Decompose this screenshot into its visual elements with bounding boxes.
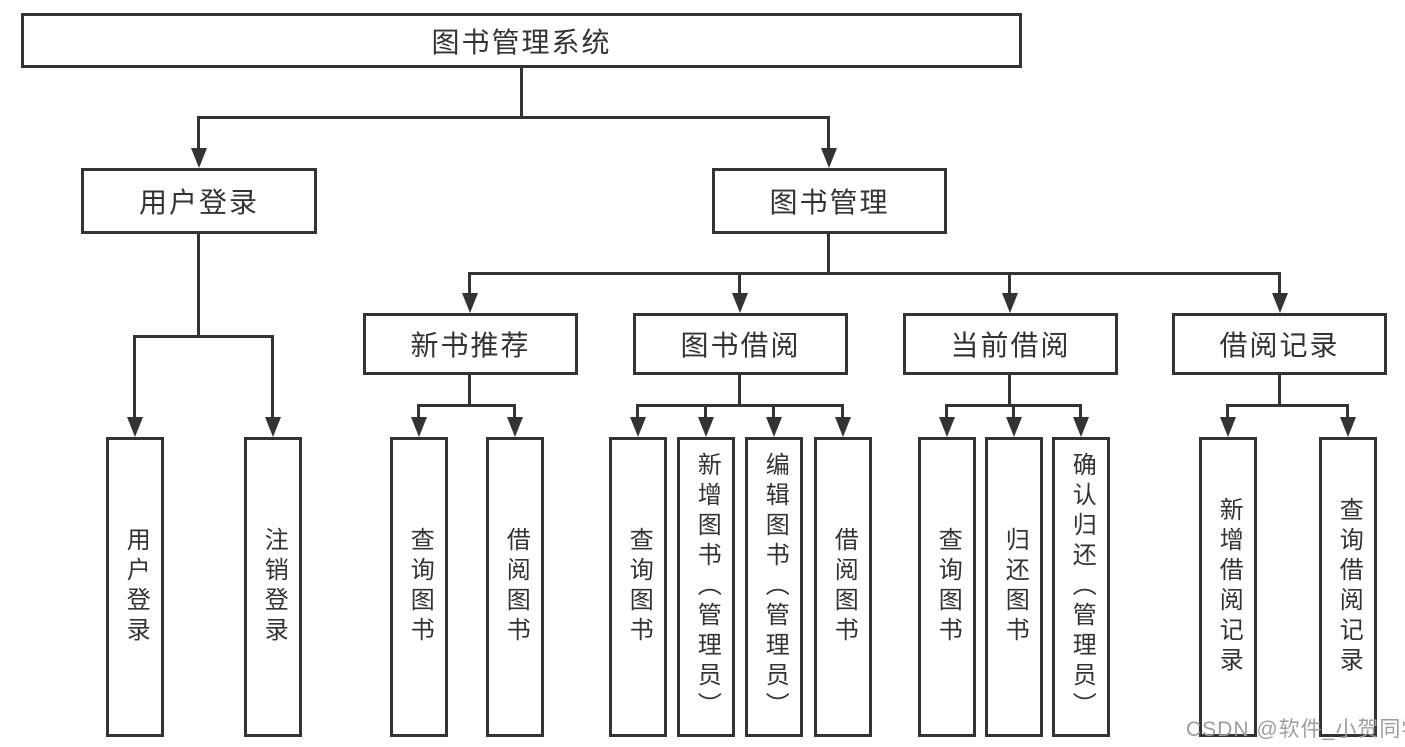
leaf-logout: 注销登录 [244, 437, 302, 737]
arrowhead-icon [265, 417, 281, 437]
arrowhead-icon [1340, 417, 1356, 437]
node-current-borrowing: 当前借阅 [903, 313, 1118, 375]
connector-line [1278, 272, 1281, 296]
arrowhead-icon [835, 417, 851, 437]
connector-line [738, 272, 741, 296]
connector-line [133, 335, 136, 420]
connector-line [1346, 404, 1349, 420]
connector-line [827, 116, 830, 151]
leaf-confirm-return-admin: 确认归还（管理员） [1052, 437, 1110, 737]
connector-line [417, 404, 420, 420]
connector-line [772, 404, 775, 420]
connector-line [636, 404, 639, 420]
connector-line [513, 404, 516, 420]
node-new-book-recommendation: 新书推荐 [363, 313, 578, 375]
node-library-management-system: 图书管理系统 [21, 13, 1022, 68]
leaf-add-books-admin: 新增图书（管理员） [677, 437, 735, 737]
leaf-query-books-recommend: 查询图书 [390, 437, 448, 737]
arrowhead-icon [1073, 417, 1089, 437]
csdn-watermark: CSDN @软件_小贺同学 [1186, 718, 1405, 741]
connector-line [704, 404, 707, 420]
arrowhead-icon [127, 417, 143, 437]
connector-line [1008, 373, 1011, 406]
connector-line [197, 116, 830, 119]
arrowhead-icon [1272, 293, 1288, 313]
leaf-query-borrow-record: 查询借阅记录 [1319, 437, 1377, 737]
node-user-login-group: 用户登录 [81, 168, 317, 234]
node-borrowing-records: 借阅记录 [1172, 313, 1387, 375]
arrowhead-icon [462, 293, 478, 313]
node-book-management: 图书管理 [712, 168, 947, 234]
connector-line [468, 272, 471, 296]
leaf-user-login: 用户登录 [106, 437, 164, 737]
arrowhead-icon [732, 293, 748, 313]
connector-line [841, 404, 844, 420]
connector-line [1226, 404, 1349, 407]
leaf-add-borrow-record: 新增借阅记录 [1199, 437, 1257, 737]
connector-line [417, 404, 516, 407]
connector-line [827, 233, 830, 274]
node-book-borrowing: 图书借阅 [633, 313, 848, 375]
arrowhead-icon [939, 417, 955, 437]
connector-line [738, 373, 741, 406]
connector-line [1278, 373, 1281, 406]
leaf-edit-books-admin: 编辑图书（管理员） [745, 437, 803, 737]
arrowhead-icon [191, 148, 207, 168]
connector-line [197, 233, 200, 338]
leaf-borrow-books-recommend: 借阅图书 [486, 437, 544, 737]
arrowhead-icon [698, 417, 714, 437]
leaf-return-books: 归还图书 [985, 437, 1043, 737]
connector-line [271, 335, 274, 420]
leaf-query-books-borrowing: 查询图书 [609, 437, 667, 737]
connector-line [1226, 404, 1229, 420]
arrowhead-icon [630, 417, 646, 437]
arrowhead-icon [766, 417, 782, 437]
arrowhead-icon [1006, 417, 1022, 437]
connector-line [197, 116, 200, 151]
leaf-query-books-current: 查询图书 [918, 437, 976, 737]
connector-line [468, 373, 471, 406]
connector-line [636, 404, 844, 407]
arrowhead-icon [1220, 417, 1236, 437]
arrowhead-icon [411, 417, 427, 437]
connector-line [945, 404, 948, 420]
connector-line [1008, 272, 1011, 296]
connector-line [133, 335, 274, 338]
arrowhead-icon [1002, 293, 1018, 313]
arrowhead-icon [821, 148, 837, 168]
arrowhead-icon [507, 417, 523, 437]
leaf-borrow-books: 借阅图书 [814, 437, 872, 737]
connector-line [1079, 404, 1082, 420]
connector-line [468, 272, 1281, 275]
connector-line [520, 68, 523, 118]
connector-line [1012, 404, 1015, 420]
